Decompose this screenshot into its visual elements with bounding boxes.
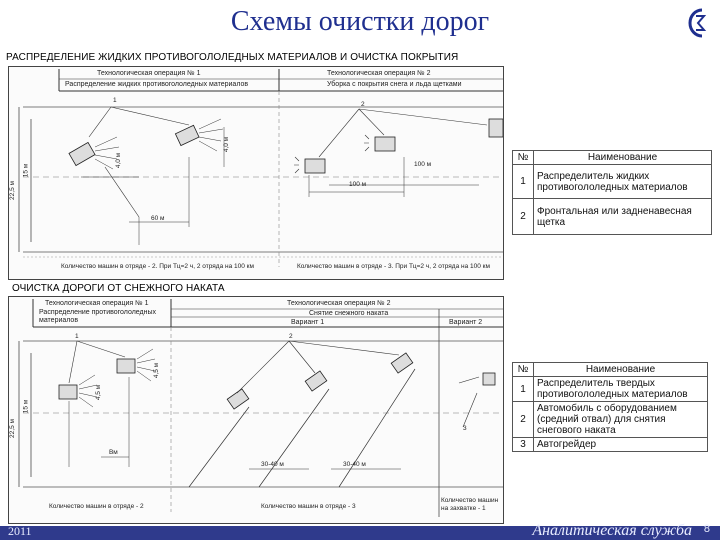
note-op1: Количество машин в отряде - 2 <box>49 503 144 510</box>
page-title: Схемы очистки дорог <box>230 6 490 37</box>
legend-row-name: Автогрейдер <box>533 437 708 452</box>
marker-2: 2 <box>361 101 365 108</box>
note-op2: Количество машин в отряде - 3 <box>261 503 356 510</box>
marker-2: 2 <box>289 333 293 340</box>
dim-inner-width: 15 м <box>22 399 30 414</box>
marker-1: 1 <box>113 97 117 104</box>
dim-b: Вм <box>109 449 118 456</box>
legend-row-name: Распределитель твердых противогололедных… <box>533 376 708 402</box>
dim-road-width: 22,5 м <box>8 419 16 438</box>
op2-subtitle: Уборка с покрытия снега и льда щетками <box>327 81 462 88</box>
legend-table-2: № Наименование 1 Распределитель твердых … <box>512 362 708 452</box>
scheme-drawing-1 <box>18 69 503 267</box>
dim-spray-width-2: 4,0 м <box>223 136 231 153</box>
dim-spray-width: 4,5 м <box>95 384 103 401</box>
dim-100m-a: 100 м <box>414 161 432 168</box>
op2-title: Технологическая операция № 2 <box>287 300 391 307</box>
legend-row-no: 2 <box>512 401 534 438</box>
dim-spray-width: 4,0 м <box>115 152 123 169</box>
marker-1: 1 <box>75 333 79 340</box>
dim-30-40m-a: 30-40 м <box>261 461 284 468</box>
legend-header-name: Наименование <box>533 150 712 165</box>
section2-heading: ОЧИСТКА ДОРОГИ ОТ СНЕЖНОГО НАКАТА <box>12 283 225 294</box>
dim-spray-width-2: 4,5 м <box>153 362 161 379</box>
dim-inner-width: 15 м <box>22 163 30 178</box>
dim-100m-b: 100 м <box>349 181 367 188</box>
legend-table-1: № Наименование 1 Распределитель жидких п… <box>512 150 712 235</box>
footer-service: Аналитическая служба <box>532 522 692 539</box>
legend-row-no: 3 <box>512 437 534 452</box>
legend-row-no: 1 <box>512 164 534 199</box>
note-op1: Количество машин в отряде - 2. При Тц=2 … <box>61 263 254 270</box>
scheme-drawing-2 <box>18 299 503 517</box>
legend-row-name: Распределитель жидких противогололедных … <box>533 164 712 199</box>
legend-header-no: № <box>512 362 534 377</box>
legend-row-name: Фронтальная или задненавесная щетка <box>533 198 712 235</box>
dim-road-width: 22,5 м <box>8 181 16 200</box>
logo-icon <box>682 6 712 40</box>
marker-3: 3 <box>463 425 467 432</box>
footer-bar: 2011 Аналитическая служба 8 <box>0 522 720 540</box>
op2-subtitle: Снятие снежного наката <box>309 310 389 317</box>
op2-title: Технологическая операция № 2 <box>327 70 431 77</box>
diagram-snow-removal: Технологическая операция № 1 Распределен… <box>8 296 504 524</box>
legend-row-name: Автомобиль с оборудованием (средний отва… <box>533 401 708 438</box>
legend-row-no: 1 <box>512 376 534 402</box>
dim-60m: 60 м <box>151 215 165 222</box>
diagram-liquid-distribution: Технологическая операция № 1 Распределен… <box>8 66 504 280</box>
dim-30-40m-b: 30-40 м <box>343 461 366 468</box>
legend-header-name: Наименование <box>533 362 708 377</box>
page-number: 8 <box>703 523 710 535</box>
section1-heading: РАСПРЕДЕЛЕНИЕ ЖИДКИХ ПРОТИВОГОЛОЛЕДНЫХ М… <box>6 52 459 63</box>
legend-row-no: 2 <box>512 198 534 235</box>
op1-title: Технологическая операция № 1 <box>97 70 201 77</box>
footer-year: 2011 <box>8 524 32 538</box>
variant-2-label: Вариант 2 <box>449 319 483 326</box>
legend-header-no: № <box>512 150 534 165</box>
op1-title: Технологическая операция № 1 <box>45 300 149 307</box>
variant-1-label: Вариант 1 <box>291 319 325 326</box>
op1-subtitle: Распределение жидких противогололедных м… <box>65 81 249 88</box>
note-op2: Количество машин в отряде - 3. При Тц=2 … <box>297 263 490 270</box>
note-op2-variant2: Количество машин на захватке - 1 <box>441 497 499 512</box>
op1-subtitle: Распределение противогололедных материал… <box>39 309 157 324</box>
